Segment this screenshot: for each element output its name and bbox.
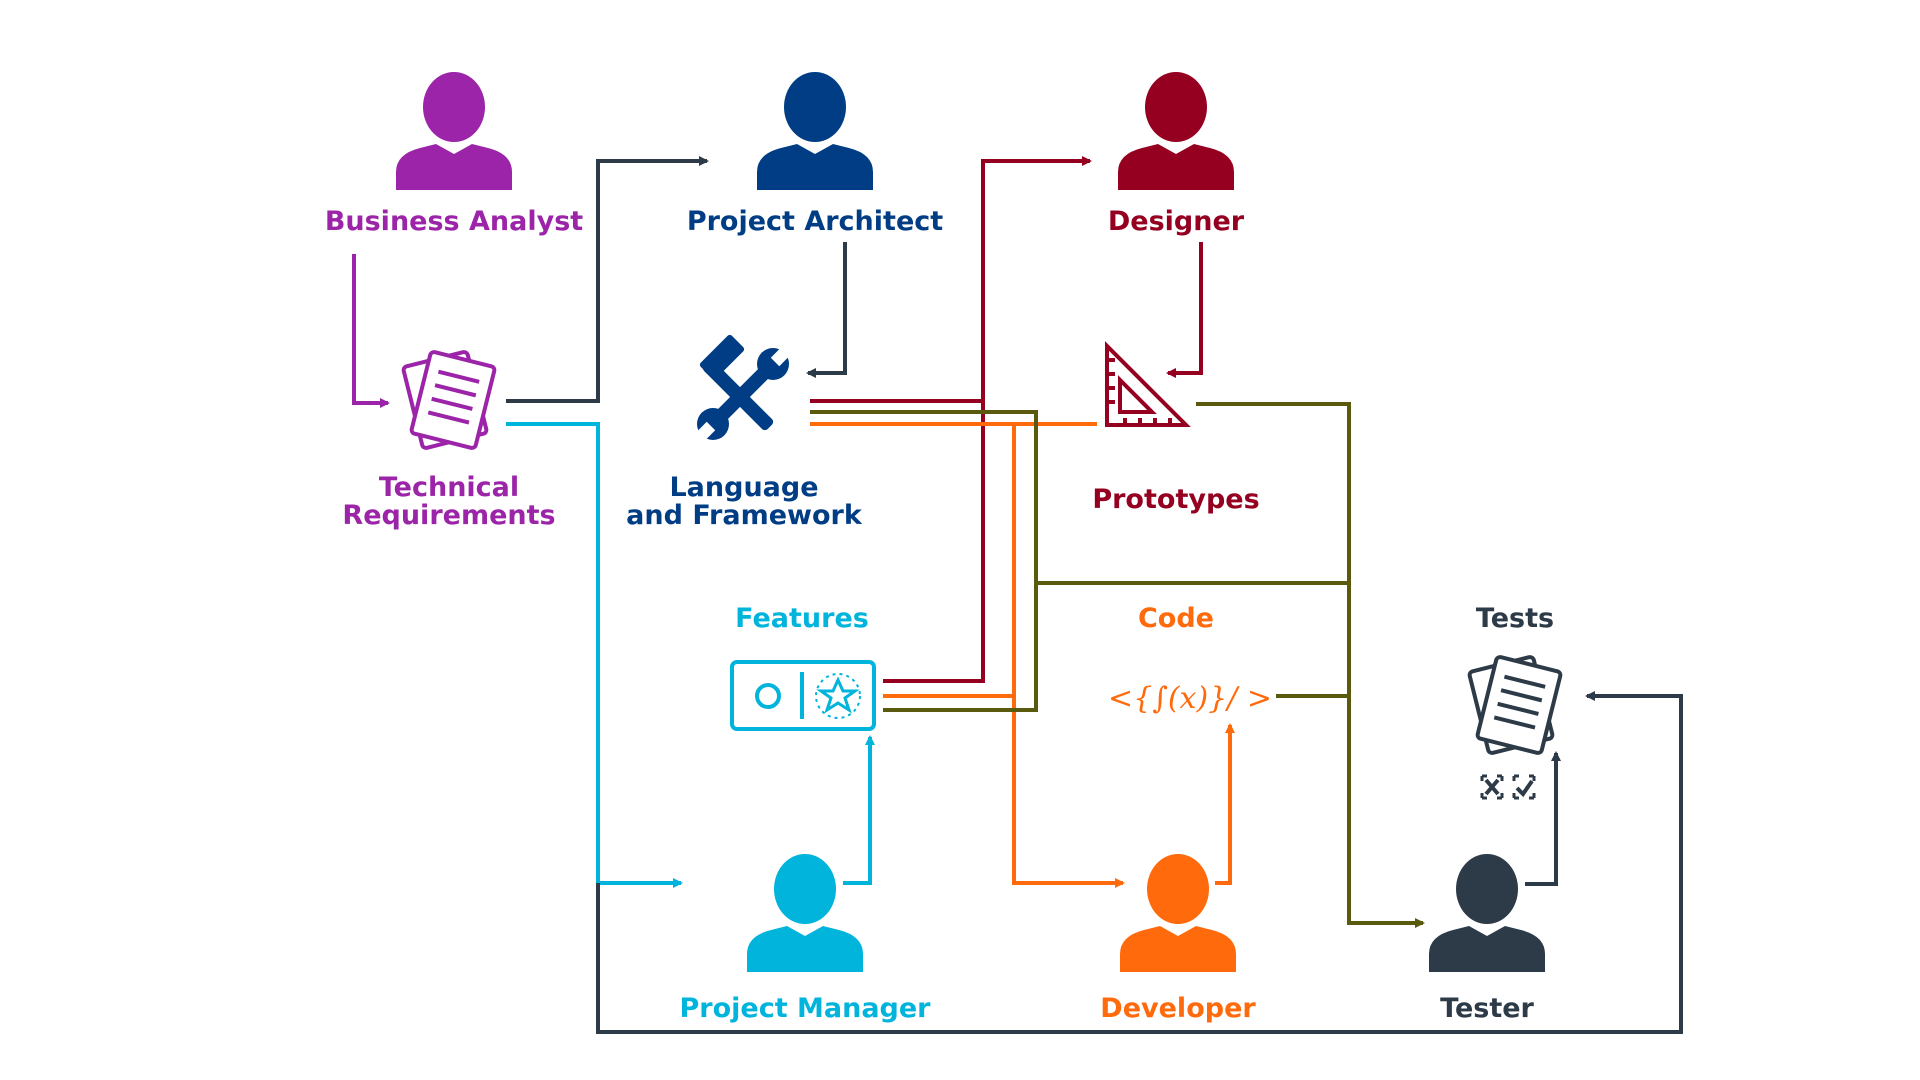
connector-architect-to-tools: [806, 242, 847, 378]
language-framework-label-line2: and Framework: [626, 500, 863, 531]
pass-fail-icon: [1480, 774, 1536, 800]
test-checklist-icon: [1467, 655, 1563, 755]
connector-manager-to-features: [843, 735, 875, 885]
connector-tester-to-tests: [1525, 751, 1561, 886]
connector-features-to-designer: [883, 401, 985, 683]
connector-designer-to-prototypes: [1166, 242, 1203, 378]
person-icon: [747, 854, 863, 972]
business-analyst-node: Business Analyst: [325, 72, 583, 237]
features-label: Features: [735, 603, 869, 634]
connector-tools-to-tester: [810, 410, 1349, 585]
prototypes-node: Prototypes: [1092, 341, 1260, 515]
person-icon: [1118, 72, 1234, 190]
technical-requirements-node: Technical Requirements: [342, 350, 556, 531]
set-square-icon: [1105, 341, 1191, 427]
features-node: Features: [730, 603, 876, 731]
connector-requirements-to-manager: [506, 422, 683, 888]
person-icon: [1120, 854, 1236, 972]
language-framework-label-line1: Language: [669, 472, 818, 503]
feature-toggle-icon: [730, 660, 876, 731]
document-stack-icon: [401, 350, 497, 450]
project-architect-label: Project Architect: [687, 206, 943, 237]
connector-developer-to-code: [1215, 723, 1235, 885]
technical-requirements-label-line2: Requirements: [342, 500, 555, 531]
prototypes-label: Prototypes: [1092, 484, 1259, 515]
code-label: Code: [1138, 603, 1214, 634]
person-icon: [396, 72, 512, 190]
code-node: Code <{∫(x)}/ >: [1108, 603, 1272, 716]
connector-tools-to-developer-drop: [1012, 424, 1125, 888]
connector-features-to-tester: [883, 583, 1038, 712]
language-framework-node: Language and Framework: [626, 334, 863, 531]
project-manager-label: Project Manager: [679, 993, 931, 1024]
business-analyst-label: Business Analyst: [325, 206, 583, 237]
wrench-hammer-icon: [697, 334, 789, 440]
tester-label: Tester: [1440, 993, 1534, 1024]
project-manager-node: Project Manager: [679, 854, 931, 1024]
technical-requirements-label-line1: Technical: [379, 472, 519, 503]
connector-analyst-to-requirements: [352, 254, 390, 408]
connector-requirements-to-architect: [506, 156, 709, 403]
connector-requirements-to-tests: [596, 691, 1683, 1034]
connector-prototypes-to-tester: [1196, 402, 1425, 928]
tester-node: Tester: [1429, 854, 1545, 1024]
person-icon: [1429, 854, 1545, 972]
developer-node: Developer: [1100, 854, 1256, 1024]
tests-label: Tests: [1476, 603, 1554, 634]
tests-node: Tests: [1467, 603, 1563, 800]
developer-label: Developer: [1100, 993, 1256, 1024]
designer-label: Designer: [1108, 206, 1245, 237]
designer-node: Designer: [1108, 72, 1245, 237]
project-architect-node: Project Architect: [687, 72, 943, 237]
person-icon: [757, 72, 873, 190]
function-code-icon: <{∫(x)}/ >: [1108, 681, 1272, 716]
connector-tools-to-designer: [810, 156, 1092, 403]
